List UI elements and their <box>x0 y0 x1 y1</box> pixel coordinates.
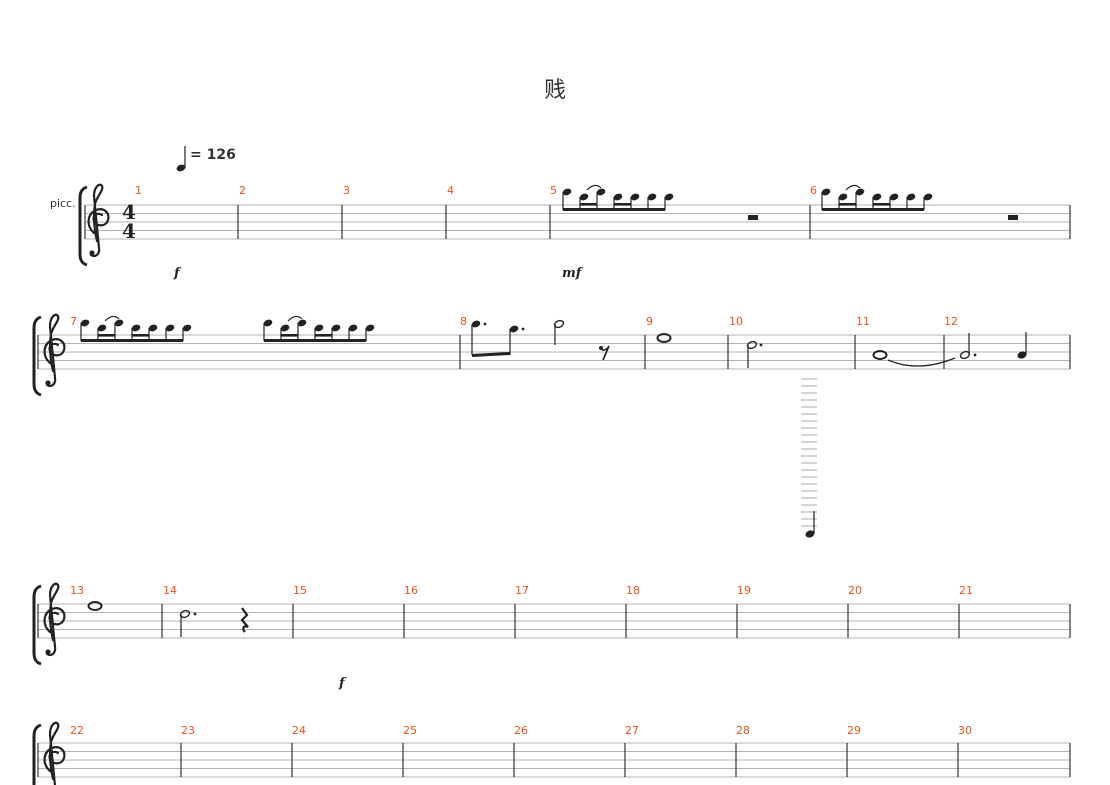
dotted-eighth-notes <box>471 320 525 357</box>
measure-number: 2 <box>239 184 246 197</box>
staff-system <box>32 582 1071 666</box>
sixteenth-note-group <box>561 184 675 212</box>
whole-note <box>87 601 103 611</box>
measure-number: 12 <box>944 315 958 328</box>
half-rest <box>1008 215 1018 220</box>
time-sig-denominator: 4 <box>122 219 136 243</box>
measure-numbers: 1 2 3 4 5 6 7 8 9 10 11 12 13 14 15 16 1… <box>70 184 973 737</box>
treble-clef-icon <box>43 313 66 388</box>
whole-note <box>656 333 672 343</box>
dotted-half-note <box>179 609 197 637</box>
measure-number: 23 <box>181 724 195 737</box>
measure-number: 24 <box>292 724 306 737</box>
measure-number: 7 <box>70 315 77 328</box>
measure-number: 30 <box>958 724 972 737</box>
dynamic-marking: f <box>173 266 182 281</box>
score-title: 贱 <box>544 78 566 103</box>
measure-number: 26 <box>514 724 528 737</box>
measure-number: 18 <box>626 584 640 597</box>
staff-system <box>32 313 1071 397</box>
measure-number: 25 <box>403 724 417 737</box>
half-rest <box>748 215 758 220</box>
dynamic-marking: f <box>338 676 347 691</box>
quarter-note <box>1017 332 1027 359</box>
quarter-rest <box>240 607 249 633</box>
quarter-note <box>805 511 815 538</box>
eighth-rest <box>599 345 610 361</box>
sixteenth-note-group <box>262 315 376 343</box>
sixteenth-note-group <box>820 184 934 212</box>
treble-clef-icon <box>43 721 66 785</box>
measure-number: 19 <box>737 584 751 597</box>
measure-number: 5 <box>550 184 557 197</box>
measure-number: 4 <box>447 184 454 197</box>
staff-system <box>78 183 1071 267</box>
time-sig-numerator: 4 <box>122 200 136 224</box>
ledger-lines <box>801 378 817 527</box>
measure-number: 27 <box>625 724 639 737</box>
measure-number: 28 <box>736 724 750 737</box>
tempo-bpm: = 126 <box>190 147 236 163</box>
dynamic-marking: mf <box>562 266 584 281</box>
half-note <box>553 319 565 345</box>
measure-number: 15 <box>293 584 307 597</box>
instrument-label: picc. <box>50 197 76 210</box>
measure-number: 6 <box>810 184 817 197</box>
measure-number: 17 <box>515 584 529 597</box>
dynamics: f mf f <box>173 266 584 691</box>
quarter-note-icon <box>176 164 186 172</box>
measure-number: 3 <box>343 184 350 197</box>
measure-number: 8 <box>460 315 467 328</box>
tempo-marking: = 126 <box>176 146 236 172</box>
measure-number: 10 <box>729 315 743 328</box>
measure-number: 29 <box>847 724 861 737</box>
notes <box>79 184 1027 637</box>
measure-number: 9 <box>646 315 653 328</box>
dotted-half-note <box>746 340 763 368</box>
measure-number: 1 <box>135 184 142 197</box>
system-bracket <box>78 185 89 267</box>
measure-number: 22 <box>70 724 84 737</box>
tied-notes <box>872 333 977 367</box>
measure-number: 11 <box>856 315 870 328</box>
measure-number: 14 <box>163 584 177 597</box>
staff-system <box>32 721 1071 785</box>
treble-clef-icon <box>43 582 66 657</box>
measure-number: 21 <box>959 584 973 597</box>
treble-clef-icon <box>87 183 110 258</box>
measure-number: 20 <box>848 584 862 597</box>
measure-number: 16 <box>404 584 418 597</box>
measure-number: 13 <box>70 584 84 597</box>
sixteenth-note-group <box>79 315 193 343</box>
time-signature: 4 4 <box>122 200 136 243</box>
staff-systems <box>32 183 1071 785</box>
